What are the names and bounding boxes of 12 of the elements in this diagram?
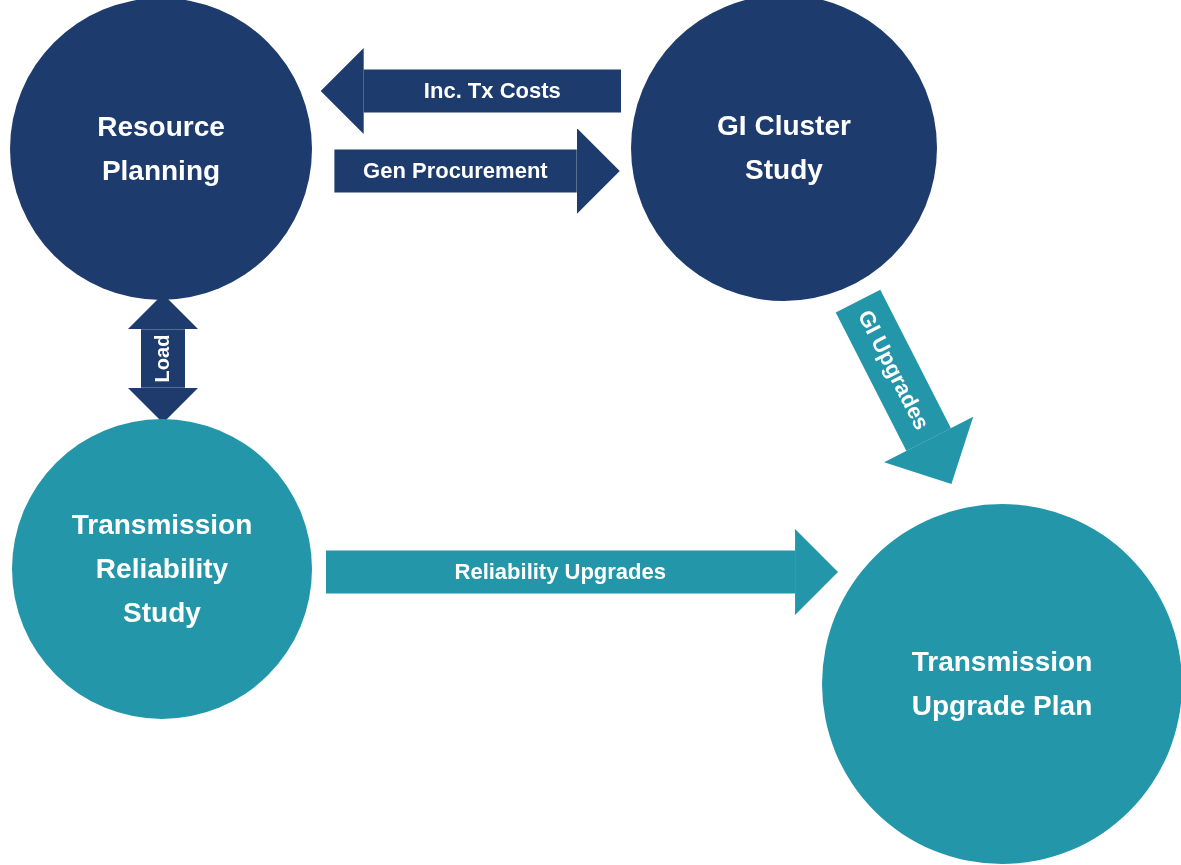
edge-label: Load [151, 334, 175, 383]
node-label: Transmission Reliability Study [70, 508, 254, 630]
block-arrow [325, 529, 839, 615]
edge-label: Gen Procurement [363, 158, 548, 184]
edge-label: Reliability Upgrades [454, 559, 667, 585]
node-label: Resource Planning [96, 110, 226, 188]
node-label: Transmission Upgrade Plan [910, 645, 1094, 723]
block-arrow [835, 289, 974, 485]
block-arrow [320, 48, 621, 134]
block-arrow [334, 128, 620, 214]
node-label: GI Cluster Study [716, 109, 852, 187]
edge-label: Inc. Tx Costs [423, 78, 561, 104]
